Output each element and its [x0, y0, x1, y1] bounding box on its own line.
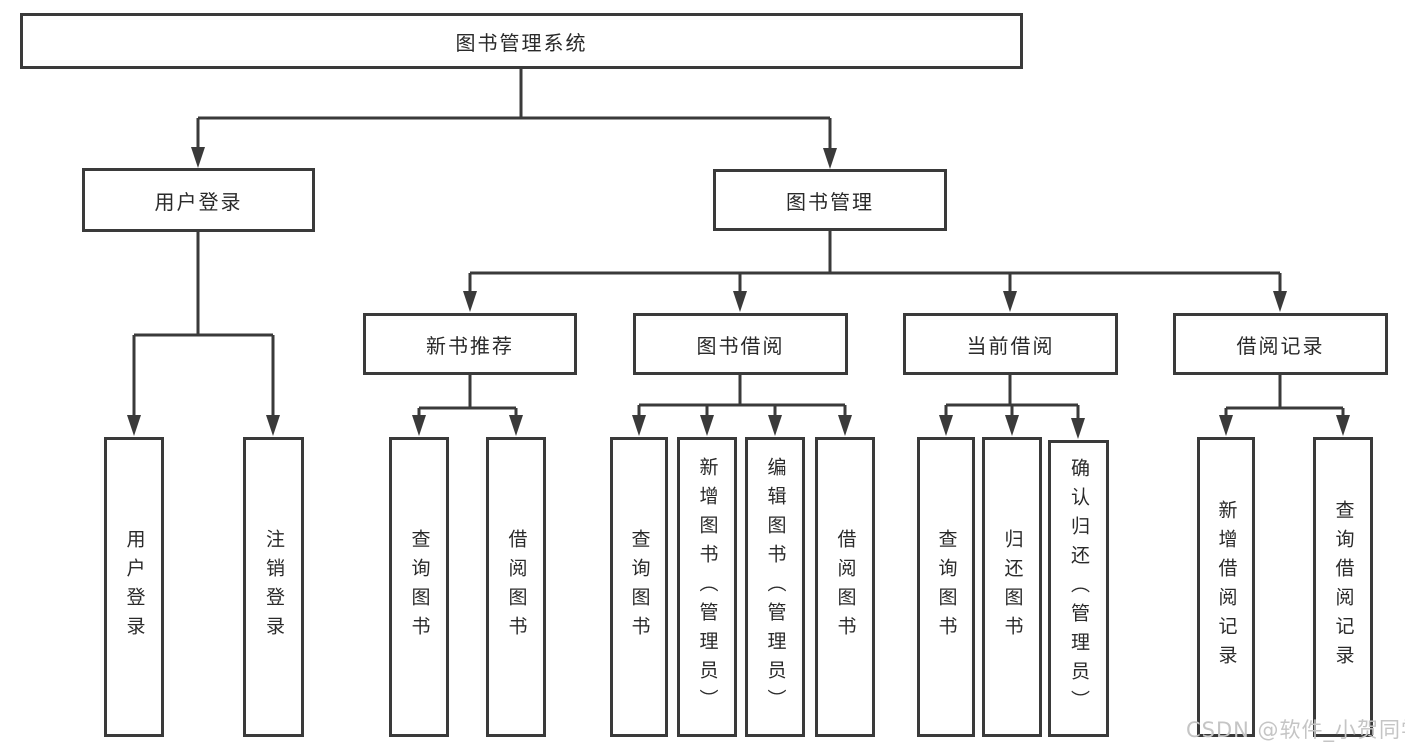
leaf-label: 查询图书: [408, 529, 431, 645]
leaf-borrow-books: 借阅图书: [486, 437, 546, 737]
node-label: 图书管理系统: [455, 30, 588, 55]
leaf-confirm-return-admin: 确认归还（管理员）: [1048, 440, 1109, 737]
leaf-label: 确认归还（管理员）: [1068, 458, 1090, 719]
node-book-borrowing: 图书借阅: [633, 313, 848, 375]
leaf-logout: 注销登录: [243, 437, 304, 737]
node-new-book-recommend: 新书推荐: [363, 313, 577, 375]
leaf-query-books: 查询图书: [389, 437, 449, 737]
arrowheads: [127, 147, 1350, 439]
leaf-label: 查询图书: [935, 529, 958, 645]
leaf-label: 新增借阅记录: [1215, 500, 1238, 674]
node-root-system: 图书管理系统: [20, 13, 1023, 69]
leaf-edit-books-admin: 编辑图书（管理员）: [745, 437, 805, 737]
leaf-label: 用户登录: [123, 529, 146, 645]
leaf-label: 查询图书: [628, 529, 651, 645]
leaf-add-books-admin: 新增图书（管理员）: [677, 437, 737, 737]
node-label: 图书管理: [786, 189, 874, 214]
node-current-borrowing: 当前借阅: [903, 313, 1118, 375]
leaf-label: 编辑图书（管理员）: [764, 456, 787, 718]
leaf-borrow-books: 借阅图书: [815, 437, 875, 737]
node-book-management: 图书管理: [713, 169, 947, 231]
leaf-query-books: 查询图书: [917, 437, 975, 737]
leaf-query-borrow-record: 查询借阅记录: [1313, 437, 1373, 737]
leaf-user-login: 用户登录: [104, 437, 164, 737]
leaf-label: 借阅图书: [505, 529, 528, 645]
node-label: 借阅记录: [1236, 333, 1325, 358]
node-user-login: 用户登录: [82, 168, 315, 232]
node-label: 新书推荐: [426, 333, 514, 358]
leaf-label: 查询借阅记录: [1332, 500, 1355, 674]
leaf-label: 新增图书（管理员）: [696, 456, 719, 718]
connector-segments: [132, 69, 1345, 424]
leaf-return-books: 归还图书: [982, 437, 1042, 737]
node-label: 当前借阅: [966, 333, 1055, 358]
leaf-label: 注销登录: [263, 529, 285, 645]
leaf-label: 归还图书: [1001, 529, 1024, 645]
node-borrowing-records: 借阅记录: [1173, 313, 1388, 375]
node-label: 图书借阅: [696, 333, 785, 358]
leaf-query-books: 查询图书: [610, 437, 668, 737]
leaf-add-borrow-record: 新增借阅记录: [1197, 437, 1255, 737]
csdn-watermark: CSDN @软件_小贺同学: [1186, 718, 1405, 742]
leaf-label: 借阅图书: [834, 529, 857, 645]
node-label: 用户登录: [154, 189, 243, 214]
